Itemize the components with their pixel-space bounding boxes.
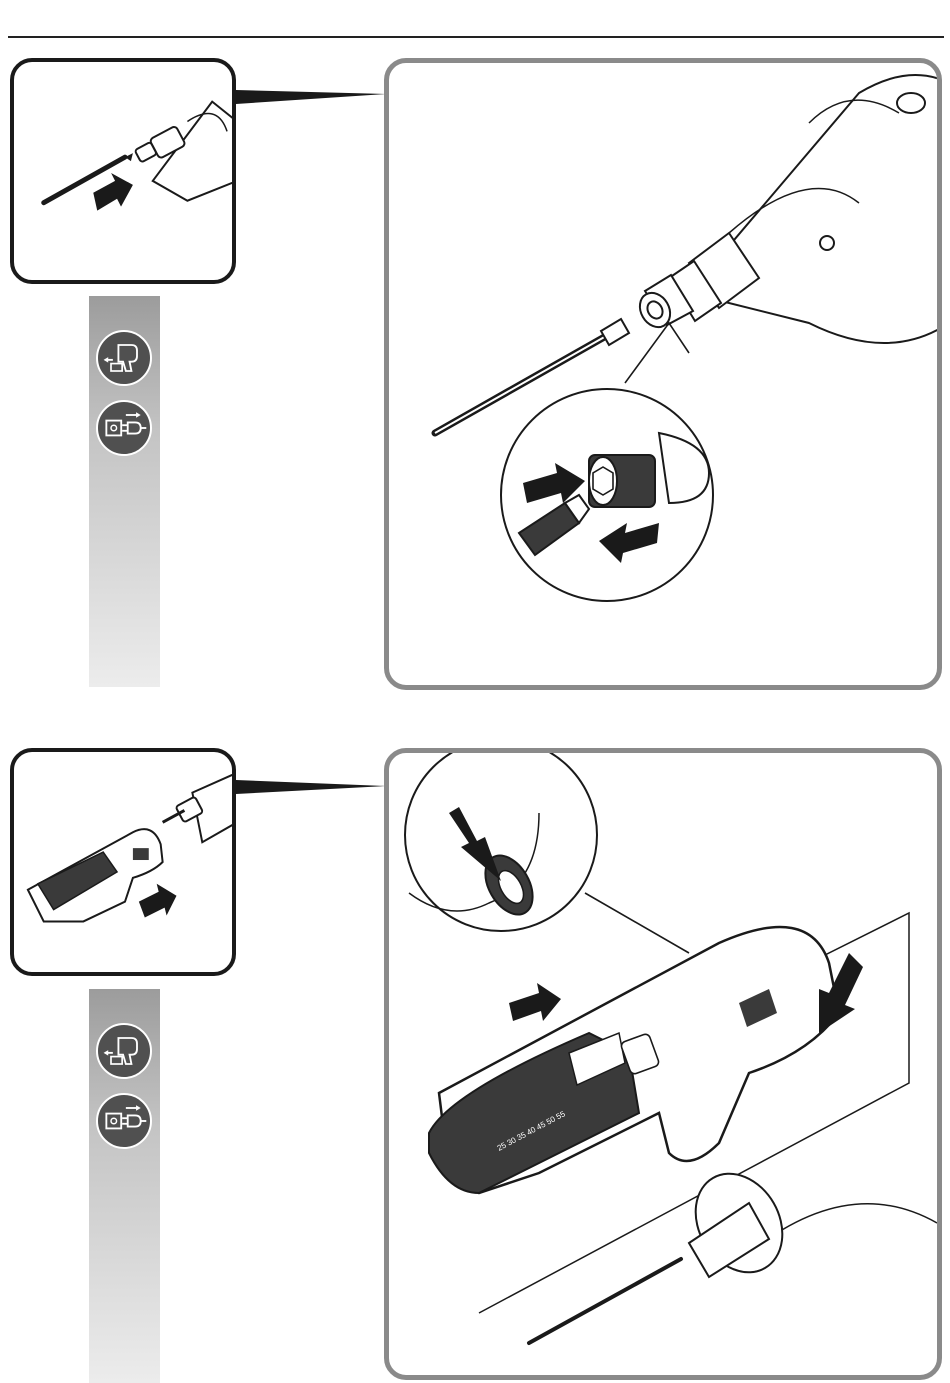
- callout-wedge-step2: [236, 780, 386, 794]
- step1-detail-panel: [384, 58, 942, 690]
- plug-disconnected-icon: [96, 400, 152, 456]
- bit-insert-thumbnail-icon: [14, 62, 232, 280]
- step1-thumbnail: [10, 58, 236, 284]
- bit-holder-insert-detail-icon: [389, 63, 937, 685]
- plug-disconnected-icon: [96, 1093, 152, 1149]
- depth-stop-attachment-thumbnail-icon: [14, 752, 232, 972]
- depth-stop-attach-detail-icon: 25 30 35 40 45 50 55: [389, 753, 937, 1375]
- step2-symbol-strip: [89, 989, 160, 1383]
- step2-thumbnail: [10, 748, 236, 976]
- top-rule: [8, 36, 944, 38]
- step2-detail-panel: 25 30 35 40 45 50 55: [384, 748, 942, 1380]
- battery-removed-icon: [96, 330, 152, 386]
- battery-removed-icon: [96, 1023, 152, 1079]
- callout-wedge-step1: [236, 90, 386, 104]
- step1-symbol-strip: [89, 296, 160, 687]
